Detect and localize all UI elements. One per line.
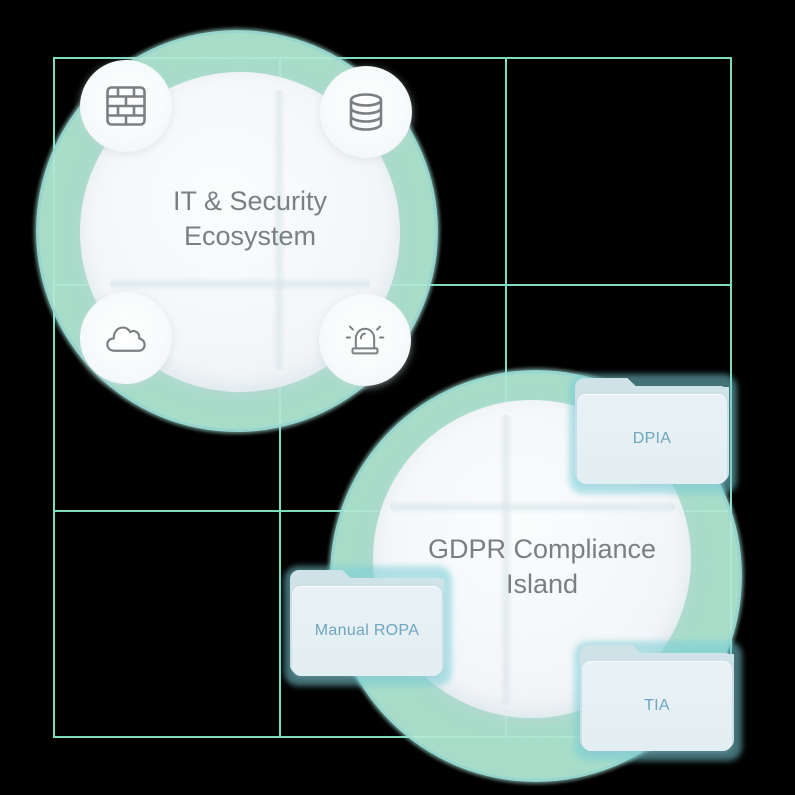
gdpr-title-line2: Island: [505, 569, 579, 599]
folder-manual-ropa[interactable]: Manual ROPA: [284, 566, 452, 686]
it-cluster-title: IT & Security Ecosystem: [120, 184, 380, 254]
siren-bubble[interactable]: [319, 294, 411, 386]
firewall-icon: [106, 86, 146, 126]
folder-front: Manual ROPA: [292, 586, 442, 676]
firewall-bubble[interactable]: [80, 60, 172, 152]
it-disc-seam-horizontal: [110, 277, 370, 291]
folder-label: Manual ROPA: [314, 622, 420, 639]
gdpr-cluster-title: GDPR Compliance Island: [392, 532, 692, 602]
siren-alert-icon: [345, 325, 385, 355]
folder-label: TIA: [644, 697, 670, 714]
folder-tia[interactable]: TIA: [574, 641, 742, 761]
folder-front: TIA: [582, 661, 732, 751]
gdpr-disc-seam-vertical: [499, 415, 513, 705]
grid-line-v1: [53, 57, 55, 737]
cloud-bubble[interactable]: [80, 292, 172, 384]
cloud-icon: [106, 326, 146, 352]
folder-front: DPIA: [577, 394, 727, 484]
database-bubble[interactable]: [320, 66, 412, 158]
grid-line-h1: [53, 57, 731, 59]
grid-line-h4: [53, 736, 731, 738]
gdpr-title-line1: GDPR Compliance: [427, 534, 657, 564]
folder-dpia[interactable]: DPIA: [569, 374, 737, 494]
it-disc-seam-vertical: [272, 90, 286, 370]
gdpr-disc-seam-horizontal: [390, 500, 675, 514]
database-icon: [349, 93, 383, 131]
it-title-line2: Ecosystem: [183, 221, 317, 251]
folder-label: DPIA: [632, 430, 672, 447]
it-title-line1: IT & Security: [172, 186, 328, 216]
